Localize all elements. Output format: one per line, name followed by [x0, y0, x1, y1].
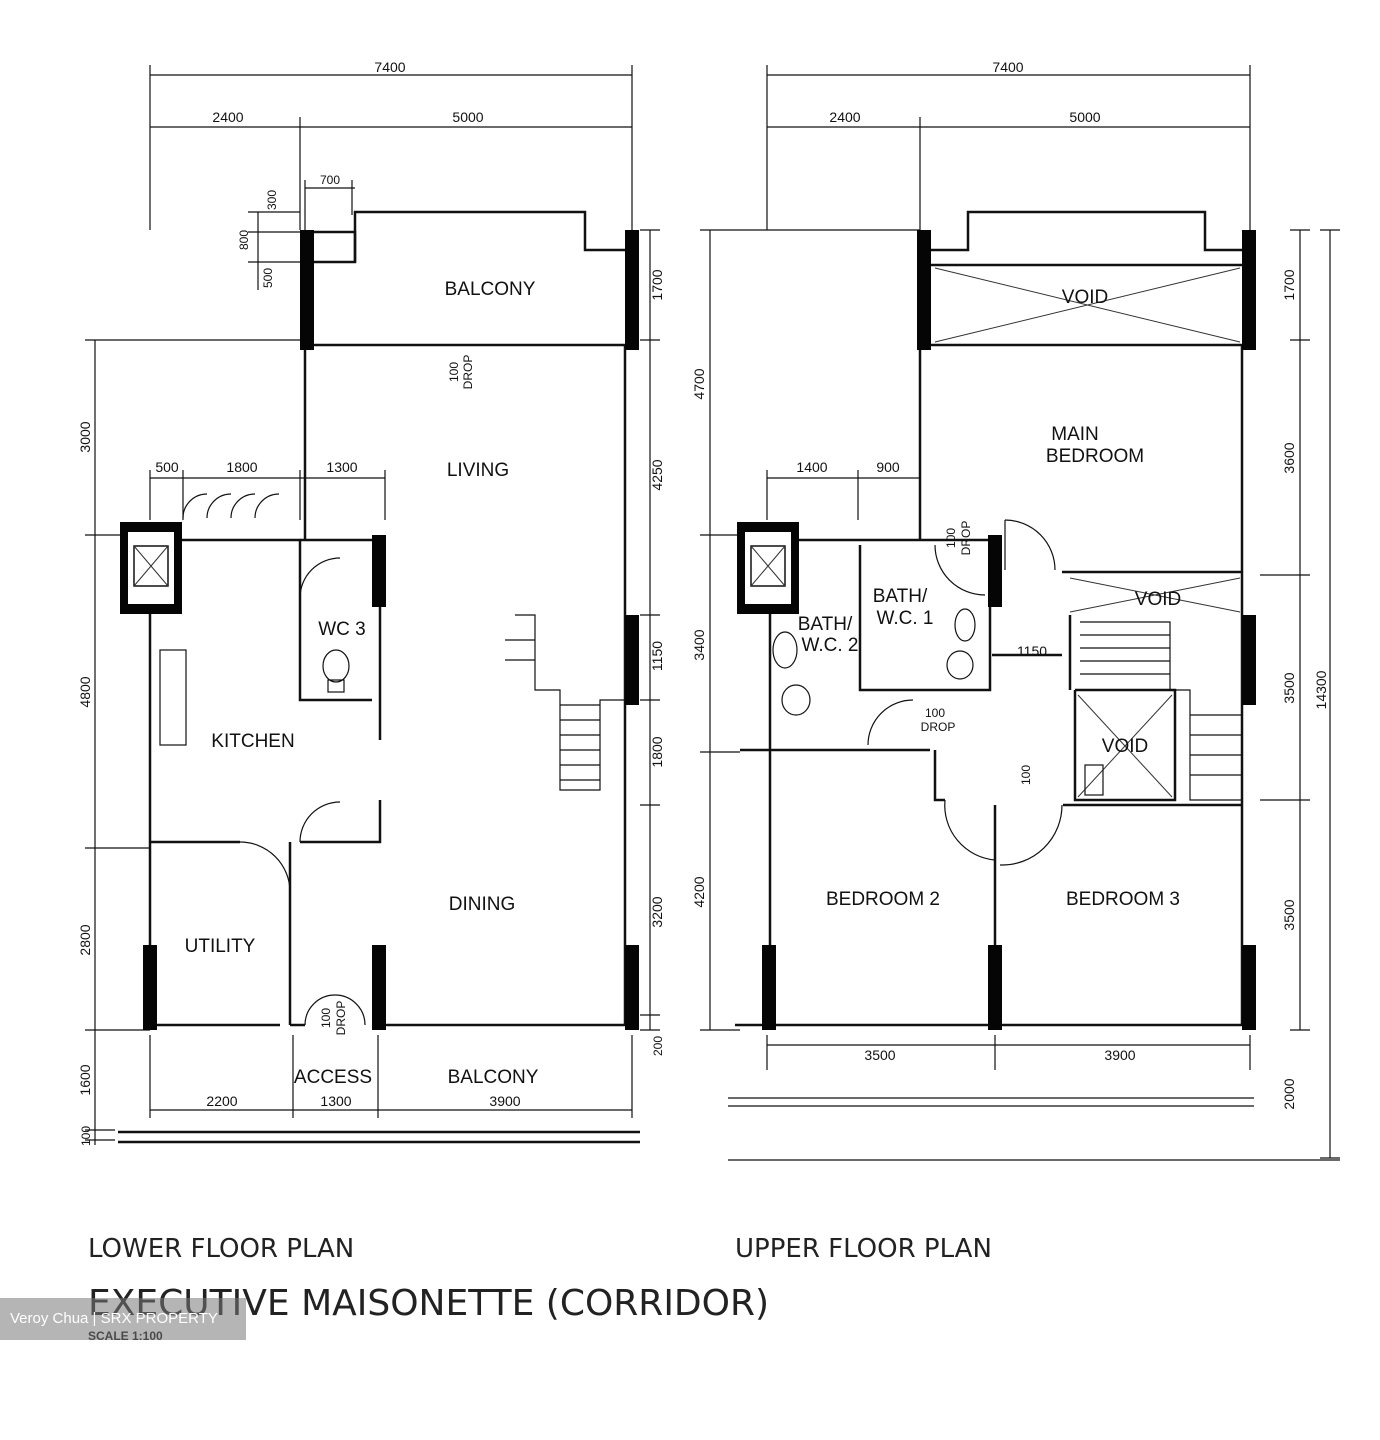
- upper-voids: [934, 267, 1241, 798]
- lower-room-kitchen: KITCHEN: [211, 731, 294, 752]
- upper-bottom-3500: 3500: [864, 1047, 895, 1063]
- upper-top-900: 900: [876, 459, 900, 475]
- lower-right-200: 200: [651, 1036, 665, 1056]
- upper-bottom-dimensions: [728, 1035, 1340, 1161]
- lower-doors: [159, 493, 366, 1026]
- upper-right-dimensions: [1260, 229, 1340, 1159]
- upper-left-3400: 3400: [691, 629, 707, 660]
- upper-room-main-bedroom-line2: BEDROOM: [1046, 446, 1144, 467]
- lower-left-1600: 1600: [77, 1064, 93, 1095]
- upper-width-2400: 2400: [829, 109, 860, 125]
- lower-bottom-2200: 2200: [206, 1093, 237, 1109]
- lower-left-100: 100: [79, 1126, 93, 1146]
- upper-room-void-top: VOID: [1062, 287, 1108, 308]
- upper-left-dimensions: [700, 229, 920, 1031]
- lower-left-3000: 3000: [77, 421, 93, 452]
- lower-drop-access-a: 100: [319, 1008, 333, 1028]
- lower-room-wc3: WC 3: [318, 619, 366, 640]
- upper-right-14300: 14300: [1313, 670, 1329, 709]
- lower-left-dimensions: [85, 339, 300, 1145]
- upper-bottom-3900: 3900: [1104, 1047, 1135, 1063]
- lower-top-1300: 1300: [326, 459, 357, 475]
- upper-room-void-low: VOID: [1102, 736, 1148, 757]
- upper-drop-bath-a: 100: [944, 528, 958, 548]
- lower-height-300: 300: [265, 190, 279, 210]
- lower-bottom-1300: 1300: [320, 1093, 351, 1109]
- lower-drop-access-b: DROP: [334, 1001, 348, 1036]
- lower-height-800: 800: [237, 230, 251, 250]
- lower-width-700: 700: [320, 173, 340, 187]
- lower-right-1700: 1700: [649, 269, 665, 300]
- upper-service-shaft: [737, 522, 799, 614]
- lower-height-500: 500: [261, 268, 275, 288]
- lower-right-1150: 1150: [649, 641, 665, 671]
- upper-room-bath2-line1: BATH/: [798, 614, 853, 635]
- upper-width-5000: 5000: [1069, 109, 1100, 125]
- lower-right-3200: 3200: [649, 896, 665, 927]
- lower-floor-plan: 7400 2400 5000 700 300 800 500 1700 4250…: [77, 59, 665, 1146]
- lower-top-500: 500: [155, 459, 179, 475]
- upper-mid-1150: 1150: [1017, 643, 1047, 659]
- lower-room-balcony-bottom: BALCONY: [448, 1067, 539, 1088]
- lower-room-access: ACCESS: [294, 1067, 372, 1088]
- upper-room-bedroom-2: BEDROOM 2: [826, 889, 940, 910]
- upper-floor-caption: UPPER FLOOR PLAN: [735, 1234, 992, 1264]
- lower-bottom-dimensions: [149, 1035, 633, 1118]
- upper-right-1700: 1700: [1281, 269, 1297, 300]
- upper-room-main-bedroom-line1: MAIN: [1051, 424, 1099, 445]
- lower-columns: [143, 230, 639, 1030]
- upper-drop-bath-b: DROP: [959, 521, 973, 556]
- lower-drop-balcony-b: DROP: [461, 355, 475, 390]
- lower-width-2400: 2400: [212, 109, 243, 125]
- lower-kitchen-dimensions: [149, 470, 386, 520]
- upper-room-bath2-line2: W.C. 2: [801, 635, 858, 656]
- lower-service-shaft: [120, 522, 182, 614]
- lower-left-4800: 4800: [77, 676, 93, 707]
- upper-staircase: [1080, 621, 1242, 801]
- lower-drop-balcony-a: 100: [447, 362, 461, 382]
- upper-room-bath1-line1: BATH/: [873, 586, 928, 607]
- upper-room-bedroom-3: BEDROOM 3: [1066, 889, 1180, 910]
- lower-width-5000: 5000: [452, 109, 483, 125]
- upper-drop-hall-a: 100: [925, 706, 945, 720]
- upper-left-4200: 4200: [691, 876, 707, 907]
- upper-columns: [762, 230, 1256, 1030]
- lower-staircase: [505, 614, 625, 791]
- upper-room-bath1-line2: W.C. 1: [876, 608, 933, 629]
- lower-right-1800: 1800: [649, 736, 665, 767]
- upper-doors: [772, 519, 1104, 866]
- lower-total-width: 7400: [374, 59, 405, 75]
- lower-top-1800: 1800: [226, 459, 257, 475]
- upper-total-width: 7400: [992, 59, 1023, 75]
- upper-top-1400: 1400: [796, 459, 827, 475]
- upper-right-3500-a: 3500: [1281, 672, 1297, 703]
- upper-room-void-mid: VOID: [1135, 589, 1181, 610]
- watermark: Veroy Chua | SRX PROPERTY: [0, 1298, 246, 1340]
- lower-right-4250: 4250: [649, 459, 665, 490]
- lower-right-dimensions: [640, 229, 660, 1031]
- lower-left-2800: 2800: [77, 924, 93, 955]
- lower-room-utility: UTILITY: [185, 936, 256, 957]
- lower-room-living: LIVING: [447, 460, 509, 481]
- upper-floor-plan: 7400 2400 5000 1400 900 1700 3600 3500 3…: [691, 59, 1340, 1161]
- upper-right-3500-b: 3500: [1281, 899, 1297, 930]
- upper-right-3600: 3600: [1281, 442, 1297, 473]
- upper-left-4700: 4700: [691, 368, 707, 399]
- upper-top-dimensions: [766, 65, 1251, 520]
- lower-floor-caption: LOWER FLOOR PLAN: [88, 1234, 354, 1264]
- lower-bottom-3900: 3900: [489, 1093, 520, 1109]
- lower-room-dining: DINING: [449, 894, 516, 915]
- upper-small-100: 100: [1019, 765, 1033, 785]
- lower-room-balcony-top: BALCONY: [445, 279, 536, 300]
- lower-top-dimensions: [149, 65, 633, 290]
- upper-drop-hall-b: DROP: [921, 720, 956, 734]
- upper-right-2000: 2000: [1281, 1078, 1297, 1109]
